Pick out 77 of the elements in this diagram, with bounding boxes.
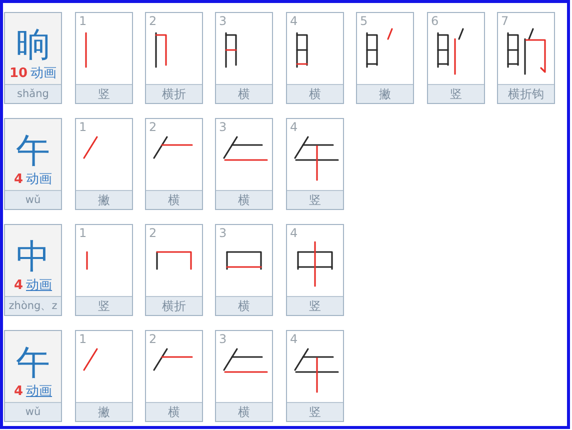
character-card [4, 330, 62, 422]
chinese-character: 中 [15, 237, 51, 277]
stroke-name: 横 [287, 84, 343, 103]
stroke-card [427, 12, 485, 104]
animation-link: 动画 [30, 66, 57, 82]
stroke-count: 4 [14, 172, 24, 188]
stroke-number: 1 [79, 332, 87, 346]
stroke-card [75, 330, 133, 422]
stroke-card [145, 118, 203, 210]
stroke-card [145, 330, 203, 422]
stroke-card [286, 224, 344, 316]
animation-link: 动画 [26, 278, 52, 294]
stroke-number: 2 [149, 332, 157, 346]
stroke-name: 竖 [287, 190, 343, 209]
stroke-name: 横折 [146, 84, 202, 103]
stroke-number: 3 [219, 14, 227, 28]
character-card [4, 12, 62, 104]
stroke-name: 横 [216, 296, 272, 315]
stroke-card [215, 12, 273, 104]
chinese-character: 午 [15, 343, 51, 383]
stroke-card [286, 118, 344, 210]
stroke-number: 2 [149, 120, 157, 134]
stroke-number: 1 [79, 120, 87, 134]
stroke-name: 竖 [76, 296, 132, 315]
stroke-name: 横折钩 [498, 84, 554, 103]
stroke-number: 3 [219, 332, 227, 346]
animation-link: 动画 [26, 384, 52, 400]
stroke-number: 1 [79, 14, 87, 28]
stroke-card [286, 12, 344, 104]
stroke-card [286, 330, 344, 422]
stroke-number: 3 [219, 226, 227, 240]
stroke-name: 撇 [76, 190, 132, 209]
stroke-name: 竖 [428, 84, 484, 103]
stroke-card [75, 118, 133, 210]
stroke-number: 5 [360, 14, 368, 28]
pinyin-label: shǎng [5, 84, 61, 103]
stroke-count: 10 [9, 66, 28, 82]
stroke-name: 撇 [357, 84, 413, 103]
stroke-number: 2 [149, 226, 157, 240]
stroke-card [497, 12, 555, 104]
pinyin-label: wǔ [5, 190, 61, 209]
stroke-name: 横 [216, 402, 272, 421]
stroke-name: 竖 [287, 402, 343, 421]
stroke-name: 竖 [76, 84, 132, 103]
chinese-character: 午 [15, 131, 51, 171]
stroke-number: 6 [431, 14, 439, 28]
character-card [4, 224, 62, 316]
stroke-card [215, 118, 273, 210]
stroke-number: 4 [290, 14, 298, 28]
stroke-name: 竖 [287, 296, 343, 315]
pinyin-label: zhòng、z [5, 296, 61, 315]
stroke-card [215, 330, 273, 422]
stroke-card [145, 12, 203, 104]
stroke-number: 4 [290, 120, 298, 134]
stroke-count: 4 [14, 278, 24, 294]
character-card [4, 118, 62, 210]
stroke-number: 4 [290, 332, 298, 346]
chinese-character: 晌 [15, 25, 51, 65]
stroke-number: 7 [501, 14, 509, 28]
stroke-name: 撇 [76, 402, 132, 421]
stroke-card [145, 224, 203, 316]
stroke-number: 1 [79, 226, 87, 240]
stroke-count: 4 [14, 384, 24, 400]
stroke-name: 横折 [146, 296, 202, 315]
stroke-card [356, 12, 414, 104]
stroke-number: 2 [149, 14, 157, 28]
stroke-number: 4 [290, 226, 298, 240]
stroke-name: 横 [146, 190, 202, 209]
stroke-card [215, 224, 273, 316]
stroke-name: 横 [146, 402, 202, 421]
stroke-number: 3 [219, 120, 227, 134]
stroke-card [75, 224, 133, 316]
stroke-card [75, 12, 133, 104]
stroke-name: 横 [216, 84, 272, 103]
animation-link: 动画 [26, 172, 52, 188]
pinyin-label: wǔ [5, 402, 61, 421]
stroke-name: 横 [216, 190, 272, 209]
